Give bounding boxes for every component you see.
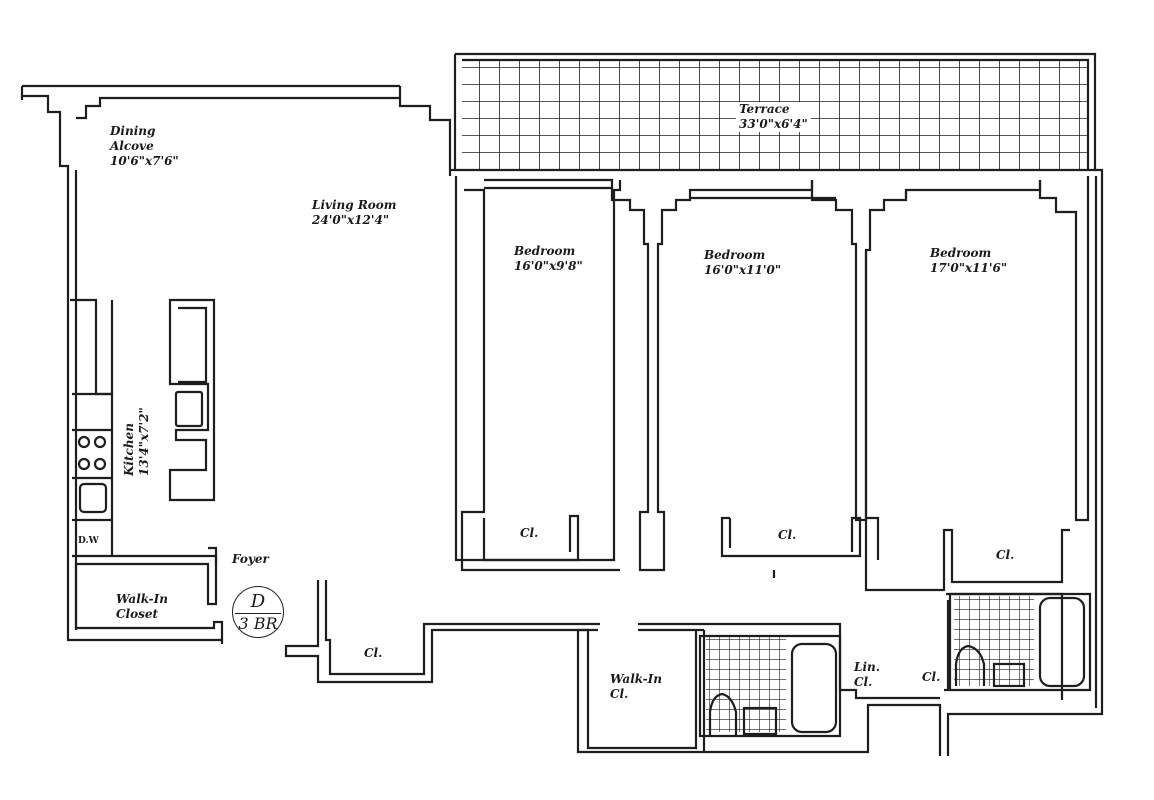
room-label-dining-alcove: Dining Alcove 10'6"x7'6" <box>110 124 179 169</box>
room-name: Living Room <box>312 198 397 212</box>
badge-divider <box>235 613 281 614</box>
room-label-walk-in-closet-center: Walk-In Cl. <box>610 672 662 702</box>
room-name: Cl. <box>610 687 629 701</box>
room-label-walk-in-closet: Walk-In Closet <box>116 592 168 622</box>
room-name: Walk-In <box>610 672 662 686</box>
room-name: Cl. <box>854 675 873 689</box>
room-label-closet-foyer: Cl. <box>364 646 383 660</box>
room-label-living-room: Living Room 24'0"x12'4" <box>312 198 397 228</box>
room-name: Dining <box>110 124 156 138</box>
room-label-closet-hall: Cl. <box>922 670 941 684</box>
kitchen-walls <box>70 298 224 644</box>
room-dimensions: 16'0"x11'0" <box>704 263 782 277</box>
room-dimensions: 16'0"x9'8" <box>514 259 583 273</box>
room-name: Terrace <box>739 102 790 116</box>
room-label-closet-bedroom-3: Cl. <box>996 548 1015 562</box>
room-name: Lin. <box>854 660 880 674</box>
room-label-linen-closet: Lin. Cl. <box>854 660 880 690</box>
room-name: Walk-In <box>116 592 168 606</box>
room-name: Bedroom <box>704 248 766 262</box>
exterior-walls <box>20 84 1104 756</box>
appliance-label-dishwasher: D.W <box>78 536 99 546</box>
room-name: Closet <box>116 607 159 621</box>
room-label-kitchen: Kitchen 13'4"x7'2" <box>122 407 152 476</box>
unit-letter: D <box>250 591 266 612</box>
bathroom-2 <box>948 592 1092 692</box>
terrace <box>453 52 1097 170</box>
room-label-bedroom-1: Bedroom 16'0"x9'8" <box>514 244 583 274</box>
room-label-bedroom-2: Bedroom 16'0"x11'0" <box>704 248 781 278</box>
room-label-terrace: Terrace 33'0"x6'4" <box>736 102 811 132</box>
room-dimensions: 24'0"x12'4" <box>312 213 390 227</box>
room-name: Bedroom <box>514 244 576 258</box>
room-label-bedroom-3: Bedroom 17'0"x11'6" <box>930 246 1007 276</box>
interior-walls <box>284 580 1064 752</box>
bathroom-1 <box>698 634 842 738</box>
room-label-closet-bedroom-1: Cl. <box>520 526 539 540</box>
room-dimensions: 10'6"x7'6" <box>110 154 179 168</box>
bedroom-walls <box>460 176 1090 592</box>
unit-type-badge: D 3 BR <box>232 586 284 638</box>
unit-bedroom-count: 3 BR <box>238 614 278 633</box>
room-label-closet-bedroom-2: Cl. <box>778 528 797 542</box>
room-name: Bedroom <box>930 246 992 260</box>
room-name: Alcove <box>110 139 154 153</box>
room-dimensions: 13'4"x7'2" <box>137 407 151 476</box>
room-dimensions: 17'0"x11'6" <box>930 261 1008 275</box>
room-name: Kitchen <box>122 423 136 476</box>
room-label-foyer: Foyer <box>232 552 269 566</box>
room-dimensions: 33'0"x6'4" <box>739 117 808 131</box>
